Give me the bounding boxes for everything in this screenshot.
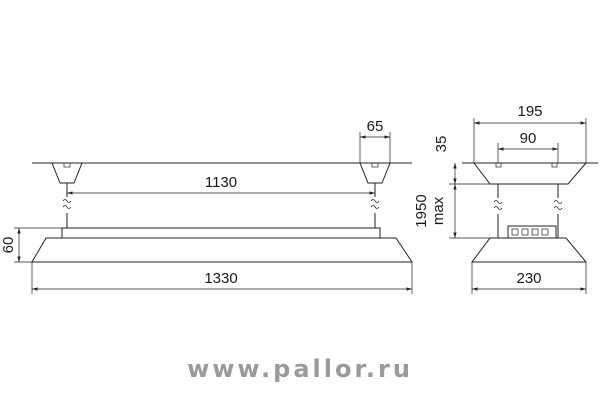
side-slot-right (551, 162, 558, 168)
side-terminal-1 (511, 228, 519, 236)
side-terminal-2 (521, 228, 529, 236)
side-right-rod-break (553, 200, 563, 210)
dim-1950-max-label: max (430, 196, 447, 225)
front-right-rod-break (370, 199, 380, 209)
dim-60-label: 60 (0, 237, 17, 254)
front-left-bracket-slot (63, 162, 71, 168)
front-right-bracket (359, 162, 391, 184)
front-heater-body (31, 237, 413, 263)
side-top-bracket (472, 162, 588, 185)
dim-1130-label: 1130 (205, 174, 237, 191)
dim-230-label: 230 (516, 270, 541, 287)
dim-65-label: 65 (367, 118, 384, 135)
dim-1950-label: 1950 (413, 194, 430, 227)
side-view: 195 90 35 1950 max 230 (413, 103, 598, 294)
dim-195-label: 195 (517, 103, 542, 120)
watermark-url: www.pallor.ru (187, 355, 413, 383)
front-left-rod-break (62, 199, 72, 209)
dim-1330-label: 1330 (204, 270, 237, 287)
side-slot-left (495, 162, 502, 168)
side-heater-body (471, 237, 588, 263)
front-view: 65 1130 60 1330 (0, 118, 413, 294)
dim-35-label: 35 (433, 136, 450, 153)
dim-90-label: 90 (520, 130, 537, 147)
side-terminal-4 (541, 228, 549, 236)
front-heater-top-plate (61, 227, 381, 239)
side-left-rod-break (493, 200, 503, 210)
front-left-bracket (51, 162, 83, 184)
front-right-bracket-slot (371, 162, 379, 168)
side-terminal-3 (531, 228, 539, 236)
